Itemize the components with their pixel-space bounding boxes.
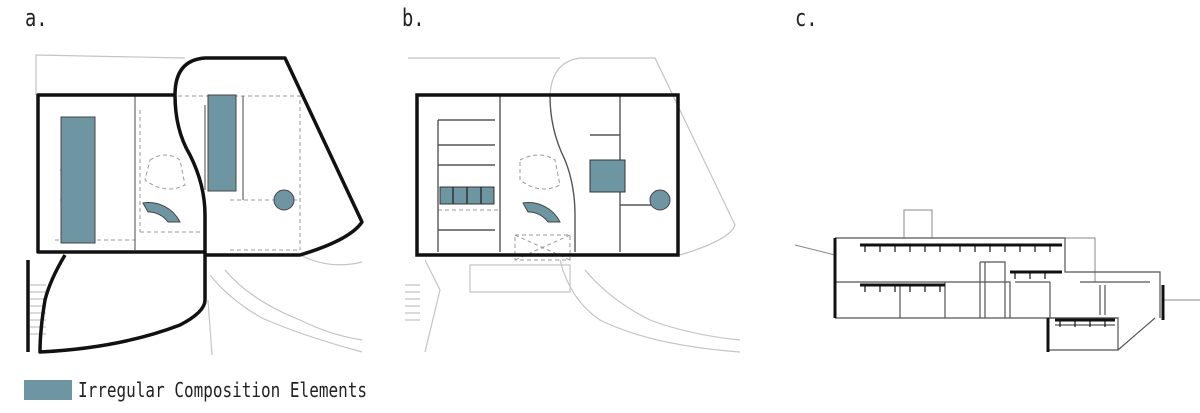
panel-label-a: a. xyxy=(25,4,48,32)
legend-label: Irregular Composition Elements xyxy=(78,378,367,402)
section-c xyxy=(794,209,1200,352)
highlight-elements-a xyxy=(60,94,295,244)
dashed-interior-b xyxy=(438,154,571,261)
floor-plan-a xyxy=(26,54,364,356)
main-walls-a xyxy=(26,56,364,354)
main-walls-b xyxy=(415,93,680,257)
floor-plan-b xyxy=(405,57,741,353)
site-context-a xyxy=(30,54,363,356)
highlight-stair-a xyxy=(142,202,181,223)
section-context-c xyxy=(794,209,1200,301)
highlight-block-a2 xyxy=(207,94,237,192)
highlight-column-a xyxy=(273,189,295,211)
panel-label-c: c. xyxy=(795,4,818,32)
panel-label-b: b. xyxy=(402,4,425,32)
highlight-stair-b xyxy=(522,202,561,223)
legend-swatch xyxy=(24,380,72,400)
section-heavy-c xyxy=(833,238,1165,352)
legend: Irregular Composition Elements xyxy=(24,378,439,402)
section-lines-c xyxy=(835,237,1161,351)
partitions-a xyxy=(134,96,244,250)
highlight-block-b2 xyxy=(589,159,626,193)
highlight-elements-b xyxy=(439,159,671,223)
partitions-b xyxy=(437,95,660,252)
highlight-block-a1 xyxy=(60,116,96,244)
highlight-column-b xyxy=(649,189,671,211)
section-ticks-c xyxy=(864,245,1106,327)
site-context-b xyxy=(405,57,741,353)
